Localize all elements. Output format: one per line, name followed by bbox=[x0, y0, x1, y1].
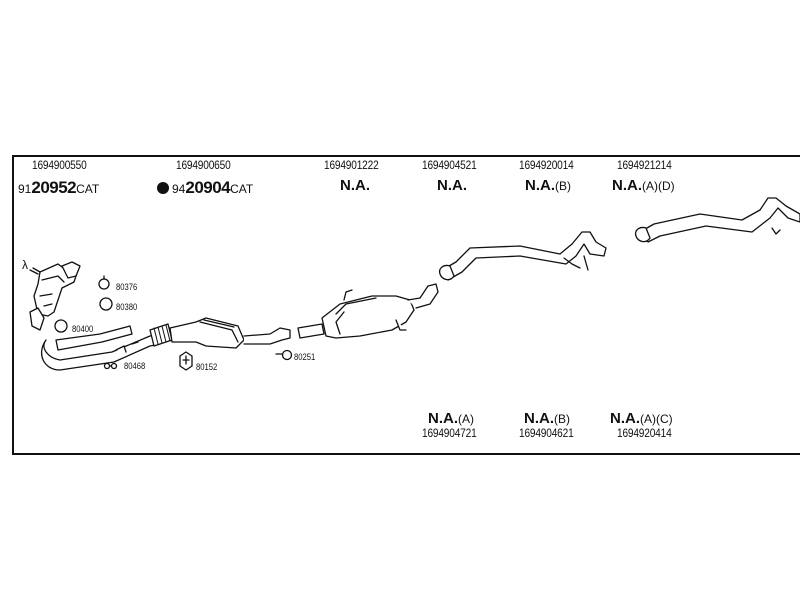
hanger-icon bbox=[281, 349, 293, 361]
part-number-1: 1694900550 bbox=[32, 160, 87, 172]
na-label-b2-main: N.A. bbox=[524, 410, 554, 427]
marker-dot-icon bbox=[157, 182, 169, 194]
na-label-3: N.A. bbox=[340, 177, 370, 194]
cat-code-1-prefix: 91 bbox=[18, 182, 32, 196]
cat-code-1: 9120952CAT bbox=[18, 178, 99, 198]
part-number-4: 1694904521 bbox=[422, 160, 477, 172]
front-pipe bbox=[41, 325, 161, 371]
cat-code-1-suffix: CAT bbox=[76, 182, 100, 196]
cat-code-2-suffix: CAT bbox=[230, 182, 254, 196]
diagram-left-rule bbox=[12, 155, 14, 455]
part-number-b3: 1694920414 bbox=[617, 428, 672, 440]
na-label-6-main: N.A. bbox=[612, 177, 642, 194]
na-label-6-suffix: (A)(D) bbox=[642, 179, 675, 193]
middle-silencer bbox=[297, 283, 439, 339]
na-label-4-main: N.A. bbox=[437, 177, 467, 194]
na-label-b2-suffix: (B) bbox=[554, 412, 570, 426]
cat-code-1-main: 20952 bbox=[31, 178, 77, 197]
part-80152-label: 80152 bbox=[196, 362, 218, 372]
na-label-b1: N.A.(A) bbox=[428, 410, 474, 427]
na-label-b3: N.A.(A)(C) bbox=[610, 410, 673, 427]
part-80251-label: 80251 bbox=[294, 352, 316, 362]
intermediate-pipe bbox=[438, 231, 607, 281]
cat-code-2-prefix: 94 bbox=[172, 182, 186, 196]
part-number-b1: 1694904721 bbox=[422, 428, 477, 440]
lambda-label: λ bbox=[22, 258, 28, 272]
na-label-3-main: N.A. bbox=[340, 177, 370, 194]
part-80376-label: 80376 bbox=[116, 282, 138, 292]
na-label-b1-suffix: (A) bbox=[458, 412, 474, 426]
na-label-5: N.A.(B) bbox=[525, 177, 571, 194]
na-label-6: N.A.(A)(D) bbox=[612, 177, 675, 194]
part-number-5: 1694920014 bbox=[519, 160, 574, 172]
tail-pipe bbox=[634, 197, 800, 243]
gasket-ring-icon bbox=[54, 319, 68, 333]
diagram-top-rule bbox=[12, 155, 800, 157]
gasket-ring-icon bbox=[98, 278, 110, 290]
part-number-3: 1694901222 bbox=[324, 160, 379, 172]
part-number-6: 1694921214 bbox=[617, 160, 672, 172]
part-80380-label: 80380 bbox=[116, 302, 138, 312]
na-label-b3-main: N.A. bbox=[610, 410, 640, 427]
main-catalyst bbox=[169, 317, 291, 349]
front-catalyst bbox=[29, 261, 81, 331]
flex-pipe bbox=[149, 323, 173, 347]
cat-code-2: 9420904CAT bbox=[157, 178, 253, 198]
bracket-icon bbox=[179, 351, 193, 371]
na-label-5-suffix: (B) bbox=[555, 179, 571, 193]
lambda-sensor-icon bbox=[29, 267, 41, 275]
na-label-b2: N.A.(B) bbox=[524, 410, 570, 427]
cat-code-2-main: 20904 bbox=[185, 178, 231, 197]
clamp-icon bbox=[103, 362, 118, 370]
part-number-b2: 1694904621 bbox=[519, 428, 574, 440]
diagram-bottom-rule bbox=[12, 453, 800, 455]
gasket-ring-icon bbox=[99, 297, 113, 311]
na-label-4: N.A. bbox=[437, 177, 467, 194]
part-80468-label: 80468 bbox=[124, 361, 146, 371]
part-number-2: 1694900650 bbox=[176, 160, 231, 172]
na-label-b3-suffix: (A)(C) bbox=[640, 412, 673, 426]
na-label-b1-main: N.A. bbox=[428, 410, 458, 427]
part-80400-label: 80400 bbox=[72, 324, 94, 334]
na-label-5-main: N.A. bbox=[525, 177, 555, 194]
